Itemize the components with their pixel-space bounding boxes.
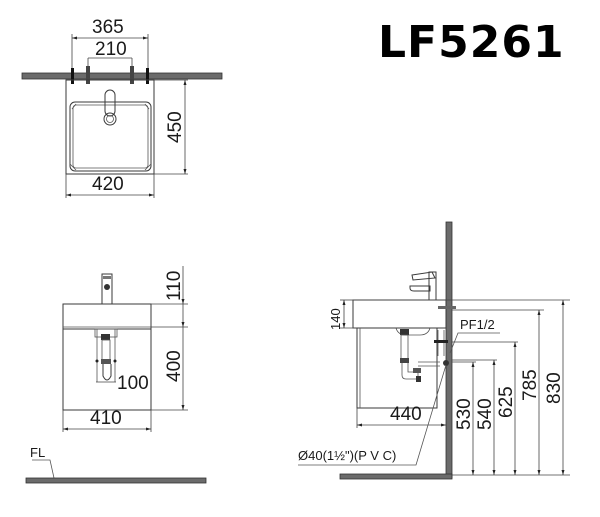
dim-140: 140 [328,299,357,330]
cabinet-side [356,327,438,409]
dim-540-label: 540 [475,398,496,430]
bolt-icon [71,68,74,84]
dim-400-label: 400 [164,350,185,382]
faucet-top-icon [103,89,117,126]
trap-icon [94,328,118,382]
anchor-icon [130,66,134,84]
side-view: PF1/2 140 440 Ø40(1½")(P V C) [298,221,570,480]
bolt-icon [146,68,149,84]
dim-440: 440 [356,404,446,428]
floor-level-label: FL [30,445,45,460]
top-view: 365 210 [21,17,223,198]
dim-110-label: 110 [164,271,185,301]
dim-365: 365 [71,17,149,80]
basin-side [352,299,447,329]
dim-210-label: 210 [95,39,127,60]
dim-210: 210 [87,39,133,66]
dim-830-label: 830 [544,372,565,404]
basin-outline [65,79,155,175]
anchor-icon [86,66,90,84]
wall-section [21,72,223,80]
faucet-side-icon [409,271,437,301]
floor-section [25,477,207,484]
basin-bowl [69,101,152,172]
dim-450-label: 450 [165,111,186,143]
floor-section-side [339,473,453,480]
dim-140-label: 140 [328,308,343,330]
front-view: 100 110 400 410 FL [25,266,207,484]
dim-100-label: 100 [117,373,149,394]
dim-410: 410 [62,408,152,432]
dim-530-label: 530 [454,398,475,430]
dim-410-label: 410 [90,408,122,429]
drain-trap-side-icon [400,329,449,382]
drain-pipe-label: Ø40(1½")(P V C) [298,448,396,463]
basin-front [62,303,152,330]
height-dimensions: 830 785 625 540 530 [353,299,570,475]
dim-420-label: 420 [92,174,124,195]
dim-625-label: 625 [496,386,517,418]
cabinet-front [62,328,152,411]
faucet-front-icon [101,273,113,305]
dim-785-label: 785 [520,369,541,401]
dim-365-label: 365 [92,17,124,38]
dim-110-400: 110 400 [151,266,188,411]
supply-thread-label: PF1/2 [460,317,495,332]
model-title: LF5261 [378,17,565,68]
dim-100: 100 [96,373,149,394]
dim-440-label: 440 [390,404,422,425]
dim-420: 420 [65,174,155,198]
dim-450: 450 [154,79,188,175]
